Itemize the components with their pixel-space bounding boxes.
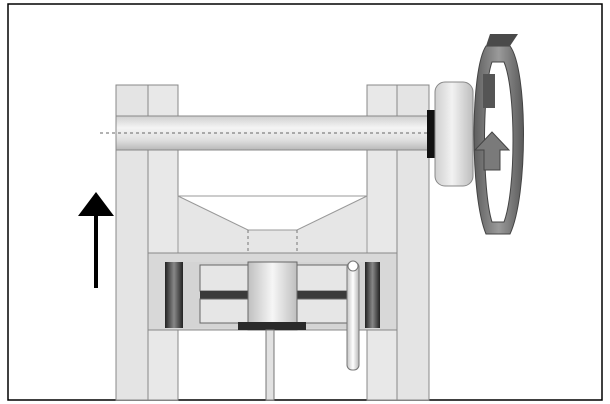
chamber-right-wall [365, 262, 380, 328]
wheel-top-cap [486, 34, 518, 46]
chamber-left-wall [165, 262, 183, 328]
pulley-hub [434, 81, 474, 187]
up-arrow-head [78, 192, 114, 216]
up-arrow-icon [78, 192, 114, 288]
central-piston [247, 261, 298, 331]
vertical-rod [346, 261, 360, 371]
rotation-arrow-head [473, 131, 511, 171]
rotation-arrow-icon [473, 74, 511, 171]
up-arrow-shaft [94, 216, 98, 288]
bottom-shaft [265, 329, 275, 401]
rotation-arrow-top-shaft [483, 74, 495, 108]
shaft-collar [427, 110, 435, 158]
piston-base [238, 322, 306, 330]
rod-cap [347, 260, 359, 272]
